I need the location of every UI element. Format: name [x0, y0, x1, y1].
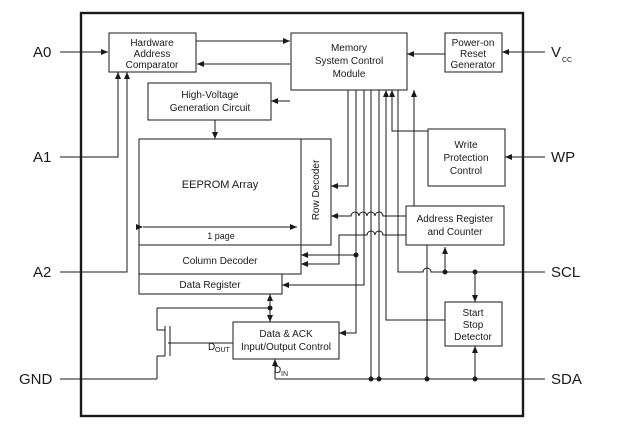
memory-control-block: Memory System Control Module	[290, 32, 408, 91]
pin-vcc-subscript: CC	[562, 57, 572, 64]
pin-sda: SDA	[551, 371, 582, 388]
dout-subscript: OUT	[215, 347, 231, 354]
signal-labels: D OUT D IN	[208, 342, 288, 378]
high-voltage-block: High-Voltage Generation Circuit	[147, 82, 272, 121]
hw-comparator-line2: Address	[134, 49, 171, 60]
addr-reg-line2: and Counter	[427, 227, 483, 238]
hv-line1: High-Voltage	[181, 90, 239, 101]
data-register-block: Data Register	[138, 273, 283, 295]
wires	[60, 38, 545, 380]
column-decoder-block: Column Decoder	[138, 244, 302, 275]
eeprom-array-label: EEPROM Array	[182, 179, 259, 191]
hw-comparator-line3: Comparator	[126, 60, 179, 71]
hw-address-comparator-block: Hardware Address Comparator	[108, 32, 197, 73]
wp-line3: Control	[450, 166, 482, 177]
wp-line2: Protection	[443, 153, 488, 164]
pin-a1: A1	[33, 149, 51, 166]
eeprom-array-block: EEPROM Array 1 page Row Decoder	[136, 138, 332, 246]
por-line2: Reset	[460, 49, 486, 60]
hv-line2: Generation Circuit	[170, 103, 251, 114]
pin-scl: SCL	[551, 264, 580, 281]
pin-gnd: GND	[19, 371, 53, 388]
column-decoder-label: Column Decoder	[182, 256, 258, 267]
write-protection-block: Write Protection Control	[427, 128, 506, 187]
data-register-label: Data Register	[179, 280, 241, 291]
por-line3: Generator	[450, 60, 496, 71]
power-on-reset-block: Power-on Reset Generator	[444, 32, 503, 73]
start-stop-line3: Detector	[454, 332, 492, 343]
address-register-block: Address Register and Counter	[405, 205, 505, 246]
din-subscript: IN	[281, 371, 288, 378]
memory-control-line3: Module	[333, 69, 366, 80]
por-line1: Power-on	[452, 38, 495, 49]
memory-control-line1: Memory	[331, 43, 367, 54]
din-label: D	[274, 365, 281, 376]
page-label: 1 page	[207, 231, 235, 241]
start-stop-block: Start Stop Detector	[444, 301, 503, 347]
pin-labels: A0 A1 A2 GND V CC WP SCL SDA	[19, 44, 582, 388]
pin-vcc: V	[551, 44, 561, 61]
data-ack-line1: Data & ACK	[259, 329, 313, 340]
pin-wp: WP	[551, 149, 575, 166]
row-decoder-label: Row Decoder	[311, 159, 322, 220]
wp-line1: Write	[454, 140, 478, 151]
addr-reg-line1: Address Register	[417, 214, 494, 225]
hw-comparator-line1: Hardware	[130, 38, 174, 49]
pin-a2: A2	[33, 264, 51, 281]
memory-control-line2: System Control	[315, 56, 383, 67]
data-ack-line2: Input/Output Control	[241, 342, 331, 353]
data-ack-block: Data & ACK Input/Output Control	[232, 321, 340, 360]
pin-a0: A0	[33, 44, 51, 61]
chip-outline	[79, 11, 525, 418]
junction-dots	[267, 252, 478, 382]
start-stop-line2: Stop	[463, 320, 484, 331]
start-stop-line1: Start	[462, 308, 483, 319]
dout-label: D	[208, 342, 215, 353]
